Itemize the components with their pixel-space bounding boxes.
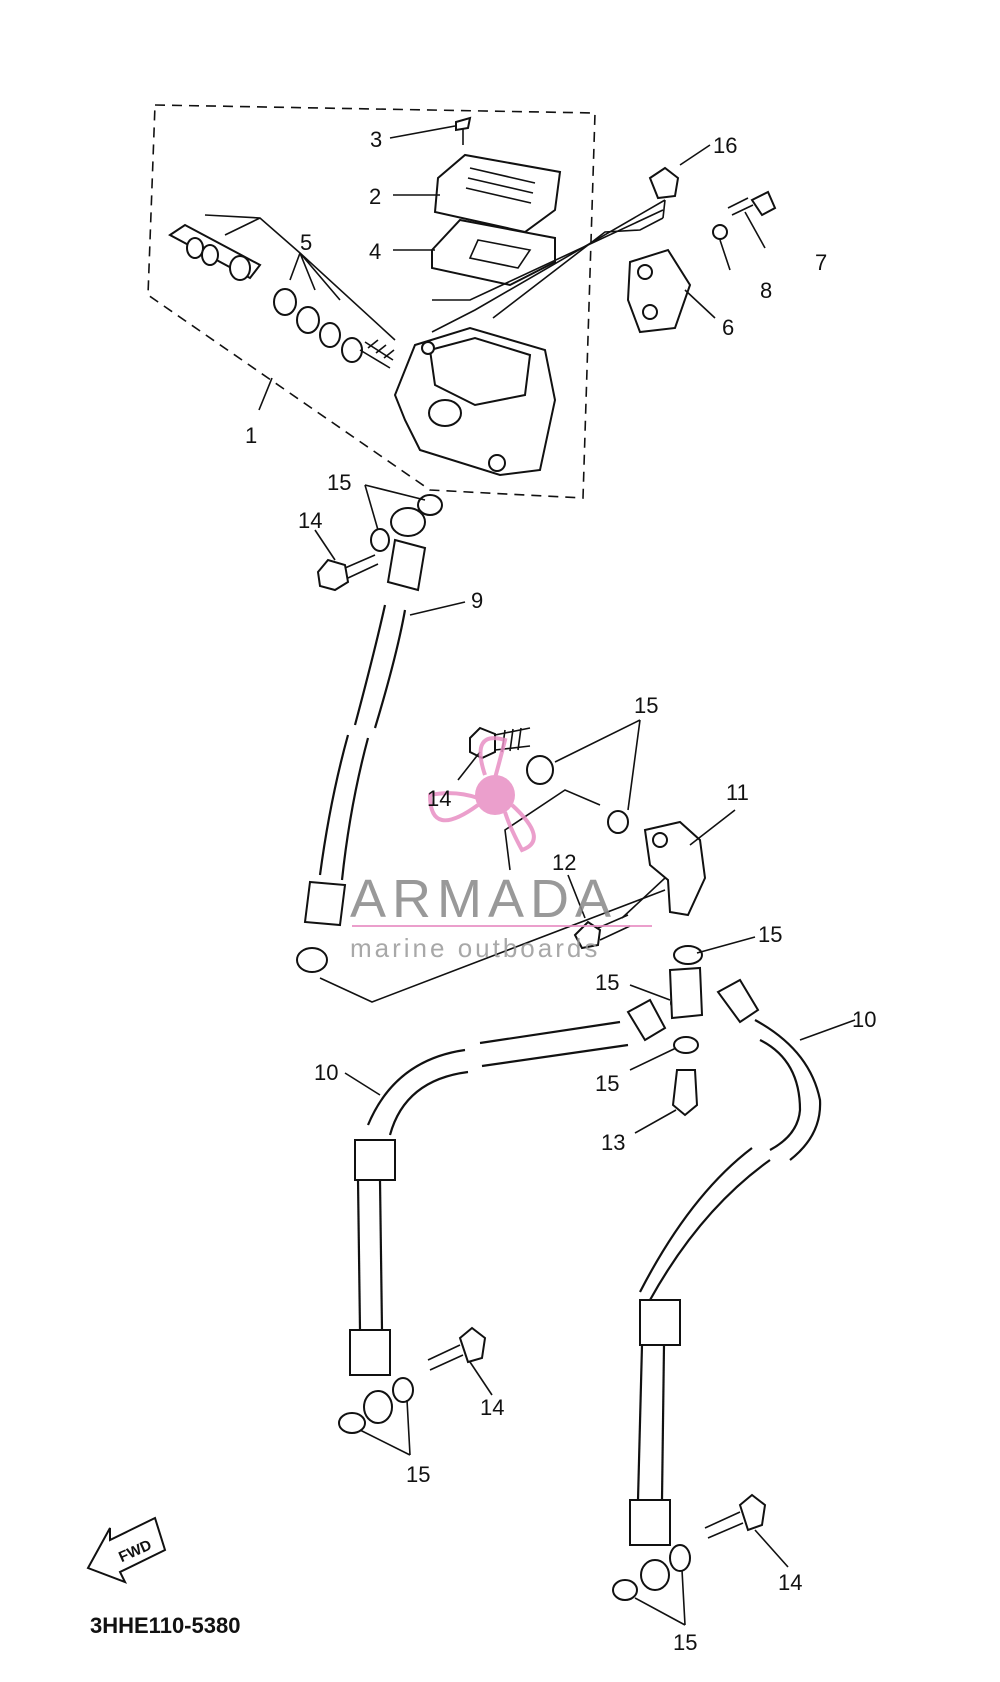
leader-14d bbox=[754, 1529, 789, 1568]
callout-14-c: 14 bbox=[480, 1395, 504, 1420]
banjo-bolt-lower-left bbox=[427, 1326, 487, 1371]
leader-10b bbox=[799, 1019, 856, 1041]
leader-9 bbox=[409, 601, 466, 616]
callout-14-a: 14 bbox=[298, 508, 322, 533]
master-cylinder-body bbox=[393, 326, 557, 477]
callout-9: 9 bbox=[471, 588, 483, 613]
callout-8: 8 bbox=[760, 278, 772, 303]
fwd-arrow-icon: FWD bbox=[86, 1516, 167, 1584]
callout-15-c: 15 bbox=[758, 922, 782, 947]
brake-hose-joint bbox=[643, 820, 707, 917]
callout-15-f: 15 bbox=[406, 1462, 430, 1487]
callout-13: 13 bbox=[601, 1130, 625, 1155]
reservoir-bolt bbox=[648, 166, 680, 200]
washer-joint-1 bbox=[673, 945, 703, 965]
callout-6: 6 bbox=[722, 315, 734, 340]
callout-11: 11 bbox=[726, 780, 749, 805]
washer-joint-3 bbox=[673, 1036, 699, 1054]
leader-14c bbox=[469, 1361, 493, 1396]
callout-3: 3 bbox=[370, 127, 382, 152]
reservoir-cap bbox=[433, 153, 562, 234]
leader-15a bbox=[364, 484, 426, 501]
washer-lower-right-2 bbox=[612, 1579, 638, 1601]
propeller-logo-icon bbox=[427, 736, 536, 853]
leader-mid-dashed bbox=[504, 789, 601, 871]
leader-14a bbox=[314, 529, 336, 561]
washer-lower-left-2 bbox=[338, 1412, 366, 1434]
callout-15-g: 15 bbox=[673, 1630, 697, 1655]
callout-2: 2 bbox=[369, 184, 381, 209]
washer-upper-1 bbox=[370, 494, 443, 552]
assembly-dashed-outline bbox=[147, 104, 596, 499]
leader-13 bbox=[634, 1109, 677, 1134]
leader-hose-end bbox=[319, 889, 666, 1003]
watermark-subtitle: marine outboards bbox=[350, 933, 600, 963]
leader-15c bbox=[696, 936, 756, 954]
holder-bolt bbox=[727, 190, 777, 217]
leader-15g bbox=[634, 1569, 686, 1626]
banjo-bolt-upper bbox=[316, 554, 379, 592]
brake-hose-10-right bbox=[629, 978, 822, 1591]
callout-15-d: 15 bbox=[595, 970, 619, 995]
washer-lower-right-1 bbox=[669, 1544, 691, 1572]
leader-10a bbox=[344, 1072, 381, 1096]
callout-12: 12 bbox=[552, 850, 576, 875]
watermark-title: ARMADA bbox=[350, 869, 617, 929]
piston-kit bbox=[168, 223, 395, 369]
callout-15-e: 15 bbox=[595, 1071, 619, 1096]
washer-lower-left-1 bbox=[392, 1377, 414, 1403]
washer-8 bbox=[712, 224, 728, 240]
callout-10-b: 10 bbox=[852, 1007, 876, 1032]
assembly-leaders bbox=[204, 125, 766, 411]
lever-holder bbox=[626, 248, 692, 334]
callout-4: 4 bbox=[369, 239, 381, 264]
brake-hose-10-left bbox=[349, 998, 667, 1424]
armada-watermark: ARMADA marine outboards bbox=[350, 736, 652, 963]
brake-hose-9 bbox=[296, 507, 427, 973]
leader-15a-2 bbox=[364, 484, 379, 531]
diaphragm bbox=[431, 218, 556, 287]
bolt-13 bbox=[671, 1069, 699, 1117]
callout-14-b: 14 bbox=[427, 786, 451, 811]
callout-5: 5 bbox=[300, 230, 312, 255]
washer-mid-2 bbox=[607, 810, 629, 834]
cap-screw bbox=[455, 116, 472, 145]
diagram-code: 3HHE110-5380 bbox=[90, 1613, 240, 1638]
callout-15-a: 15 bbox=[327, 470, 351, 495]
leader-11 bbox=[689, 809, 736, 846]
callout-15-b: 15 bbox=[634, 693, 658, 718]
leader-14b bbox=[457, 751, 481, 781]
callout-1: 1 bbox=[245, 423, 257, 448]
callout-10-a: 10 bbox=[314, 1060, 338, 1085]
leader-15d bbox=[629, 984, 671, 1001]
leader-15f bbox=[359, 1399, 411, 1456]
callout-16: 16 bbox=[713, 133, 737, 158]
washer-mid-1 bbox=[526, 755, 554, 785]
callout-7: 7 bbox=[815, 250, 827, 275]
three-way-joint bbox=[668, 966, 704, 1020]
leader-12 bbox=[567, 874, 586, 919]
banjo-bolt-lower-right bbox=[704, 1493, 767, 1539]
leader-15b bbox=[554, 719, 641, 811]
callout-14-d: 14 bbox=[778, 1570, 802, 1595]
leader-15e bbox=[629, 1047, 677, 1071]
